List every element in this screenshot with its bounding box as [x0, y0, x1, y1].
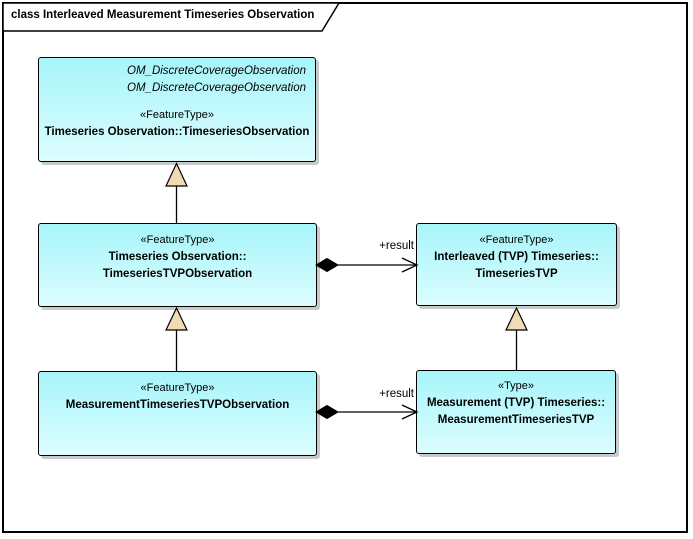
class-name: Timeseries Observation::TimeseriesObserv…	[44, 126, 310, 138]
class-name: Interleaved (TVP) Timeseries::	[434, 251, 599, 263]
class-box-timeseries-observation[interactable]: OM_DiscreteCoverageObservation OM_Discre…	[38, 57, 316, 162]
class-box-measurement-timeseries-tvp[interactable]: «Type» Measurement (TVP) Timeseries:: Me…	[416, 370, 616, 454]
class-name: TimeseriesTVP	[475, 268, 558, 280]
association-role-label-result: +result	[379, 388, 414, 400]
class-box-timeseries-tvp-observation[interactable]: «FeatureType» Timeseries Observation:: T…	[38, 223, 317, 307]
class-name: Measurement (TVP) Timeseries::	[426, 397, 606, 409]
class-box-measurement-timeseries-tvp-observation[interactable]: «FeatureType» MeasurementTimeseriesTVPOb…	[38, 371, 317, 456]
class-name: TimeseriesTVPObservation	[102, 268, 253, 280]
class-name: MeasurementTimeseriesTVPObservation	[65, 399, 290, 411]
stereotype-label: «FeatureType»	[140, 234, 215, 246]
association-role-label-result: +result	[379, 240, 414, 252]
class-box-timeseries-tvp[interactable]: «FeatureType» Interleaved (TVP) Timeseri…	[416, 223, 617, 306]
stereotype-label: «Type»	[497, 380, 535, 392]
stereotype-label: «FeatureType»	[140, 382, 215, 394]
stereotype-label: «FeatureType»	[140, 109, 214, 121]
inherited-class-note: OM_DiscreteCoverageObservation	[127, 65, 306, 77]
inherited-class-note: OM_DiscreteCoverageObservation	[127, 82, 306, 94]
class-name: Timeseries Observation::	[108, 251, 247, 263]
diagram-title: class Interleaved Measurement Timeseries…	[11, 9, 315, 21]
class-name: MeasurementTimeseriesTVP	[437, 414, 595, 426]
stereotype-label: «FeatureType»	[479, 234, 554, 246]
